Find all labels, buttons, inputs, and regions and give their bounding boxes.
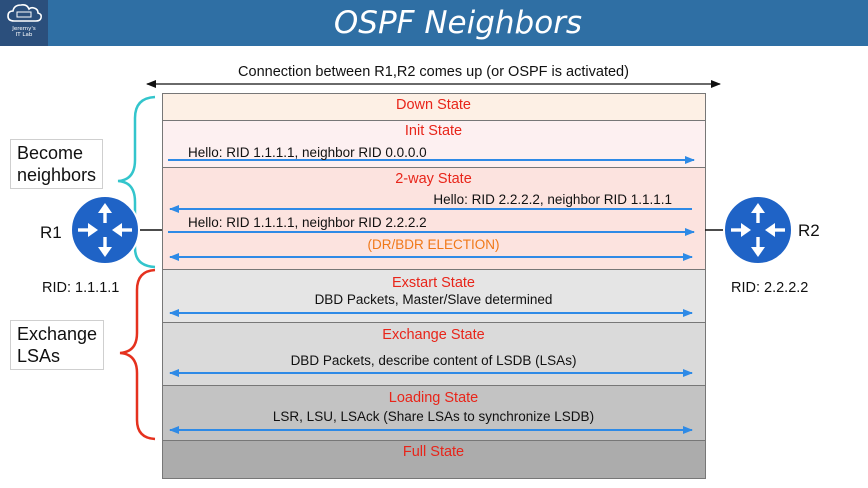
exstart-state-label: Exstart State [391, 275, 475, 291]
r2-router-icon [723, 195, 793, 265]
exchange-state-label: Exchange State [382, 327, 485, 343]
down-state-label: Down State [396, 97, 471, 113]
twoway-hello-r1-text: Hello: RID 1.1.1.1, neighbor RID 2.2.2.2 [188, 215, 427, 230]
init-state-label: Init State [404, 123, 463, 139]
exchange-line-1: Exchange [17, 324, 98, 344]
down-state-band [162, 93, 705, 120]
twoway-hello-r2-text: Hello: RID 2.2.2.2, neighbor RID 1.1.1.1 [433, 192, 672, 207]
exchange-lsas-label: Exchange LSAs [10, 320, 105, 370]
init-hello-text: Hello: RID 1.1.1.1, neighbor RID 0.0.0.0 [188, 145, 427, 160]
r2-label: R2 [798, 221, 820, 240]
logo-line-1: Jeremy's [12, 26, 36, 32]
exstart-dbd-text: DBD Packets, Master/Slave determined [314, 292, 553, 307]
twoway-state-label: 2-way State [395, 171, 472, 187]
exchange-dbd-text: DBD Packets, describe content of LSDB (L… [290, 353, 577, 368]
election-text: (DR/BDR ELECTION) [367, 237, 500, 252]
cloud-icon [7, 4, 42, 22]
r1-router-icon [70, 195, 140, 265]
full-state-band [162, 440, 705, 478]
loading-lsr-text: LSR, LSU, LSAck (Share LSAs to synchroni… [272, 409, 595, 424]
become-line-2: neighbors [17, 165, 97, 185]
logo-line-2: IT Lab [15, 32, 33, 38]
become-line-1: Become [17, 143, 84, 163]
header-bar [0, 0, 868, 46]
r2-rid: RID: 2.2.2.2 [731, 280, 809, 296]
logo: Jeremy's IT Lab [0, 0, 48, 46]
page-title: OSPF Neighbors [333, 5, 583, 41]
exchange-line-2: LSAs [17, 346, 61, 366]
r1-label: R1 [40, 223, 62, 242]
connection-label: Connection between R1,R2 comes up (or OS… [238, 64, 629, 80]
twoway-state-band [162, 167, 705, 269]
r1-rid: RID: 1.1.1.1 [42, 280, 120, 296]
exchange-lsas-brace [119, 268, 156, 441]
header-divider [0, 46, 868, 48]
become-neighbors-label: Become neighbors [10, 139, 104, 189]
state-table-border [162, 93, 706, 479]
become-neighbors-brace [117, 95, 156, 269]
state-separators [162, 120, 705, 441]
loading-state-label: Loading State [388, 390, 479, 406]
full-state-label: Full State [402, 444, 465, 460]
